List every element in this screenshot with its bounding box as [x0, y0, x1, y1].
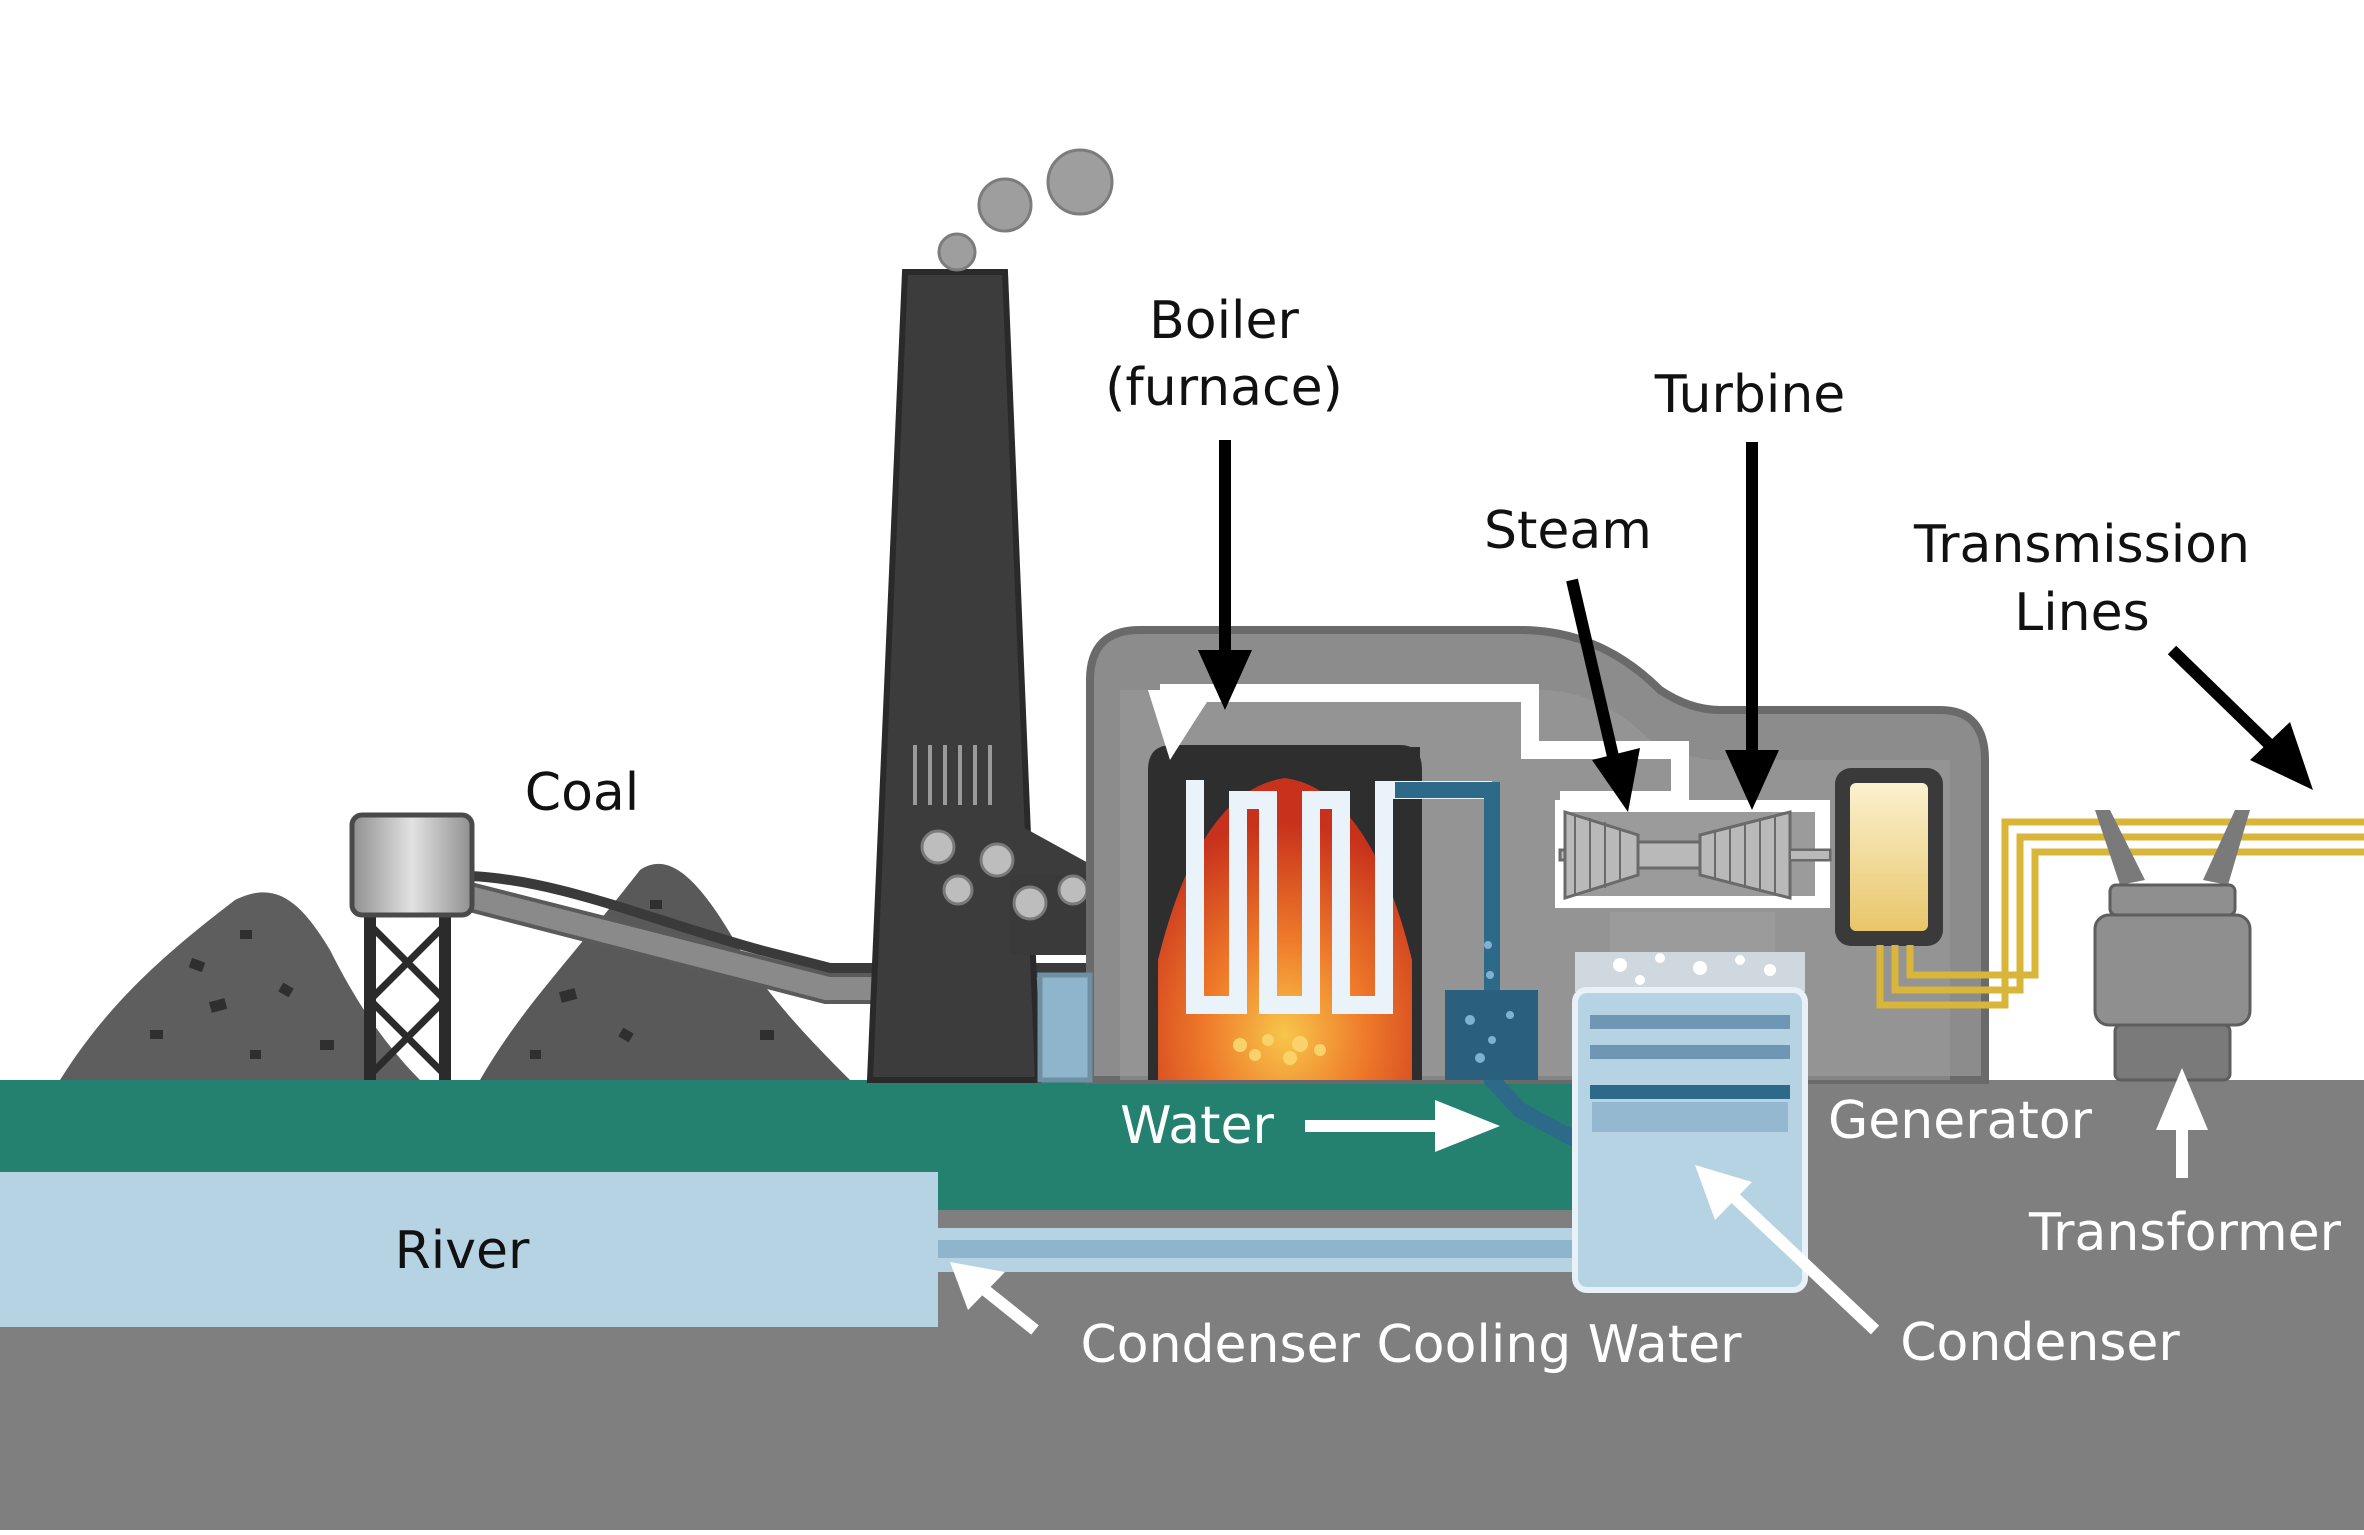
- boiler-tubes: [1186, 780, 1492, 1014]
- transmission-arrow-head: [2250, 722, 2313, 790]
- river-label: River: [395, 1221, 530, 1281]
- transmission-arrow: [2167, 645, 2280, 755]
- boiler-label-line1: Boiler: [1149, 291, 1299, 351]
- chimney-vents: [913, 745, 992, 805]
- turbine-shaft: [1789, 849, 1831, 861]
- condenser-cap: [1610, 912, 1775, 952]
- water-intake-pipe: [1037, 972, 1093, 1083]
- condenser-label: Condenser: [1900, 1313, 2180, 1373]
- transmission-label-line2: Lines: [2014, 583, 2149, 643]
- steam-funnel: [1148, 690, 1215, 760]
- water-tank: [1445, 990, 1538, 1080]
- condenser-steam-drops: [1613, 953, 1776, 985]
- cooling-water-arrow: [981, 1285, 1039, 1335]
- transformer-label: Transformer: [2028, 1203, 2342, 1263]
- condenser-arrow-head: [1695, 1165, 1752, 1220]
- turbine-label: Turbine: [1654, 365, 1846, 425]
- turbine-arrow-head: [1725, 750, 1779, 810]
- transmission-wires: [1876, 818, 2364, 1009]
- condenser-arrow: [1730, 1193, 1880, 1335]
- steam-label: Steam: [1484, 501, 1652, 561]
- water-label: Water: [1120, 1096, 1274, 1156]
- transformer-arrow-head: [2156, 1068, 2208, 1130]
- generator-label: Generator: [1828, 1091, 2093, 1151]
- boiler-top-plate: [1180, 747, 1420, 777]
- arrows: [950, 440, 2313, 1335]
- coal-label: Coal: [525, 763, 639, 823]
- river: [0, 1172, 938, 1327]
- steam-arrow: [1566, 578, 1621, 767]
- conveyor-coal-load: [469, 871, 1100, 973]
- cooling-water-arrow-head: [950, 1262, 1005, 1310]
- condenser-cooling-water-label: Condenser Cooling Water: [1080, 1315, 1742, 1375]
- condenser: [1572, 987, 1808, 1293]
- condenser-outlet: [1592, 1102, 1788, 1132]
- chimney: [866, 269, 1042, 1083]
- generator-core: [1850, 783, 1928, 931]
- condenser-tube-1: [1590, 1015, 1790, 1029]
- condenser-tube-2: [1590, 1045, 1790, 1059]
- smoke-puffs: [937, 148, 1114, 272]
- coal-pile-middle: [480, 863, 850, 1080]
- boiler-arrow-head: [1198, 650, 1252, 710]
- turbine-blade-lines: [1574, 815, 1776, 895]
- fire-embers: [1233, 1034, 1326, 1065]
- ash-particles: [920, 829, 1137, 921]
- coal-hopper-tower: [349, 812, 475, 1080]
- transmission-label-line1: Transmission: [1913, 515, 2250, 575]
- cooling-water-channel-inner: [938, 1240, 1592, 1258]
- steam-arrow-head: [1592, 748, 1640, 812]
- tank-bubbles: [1465, 941, 1514, 1063]
- transformer: [2093, 810, 2252, 1082]
- boiler-label-line2: (furnace): [1105, 358, 1343, 418]
- condenser-tube-3: [1590, 1085, 1790, 1099]
- water-arrow-head: [1435, 1100, 1500, 1152]
